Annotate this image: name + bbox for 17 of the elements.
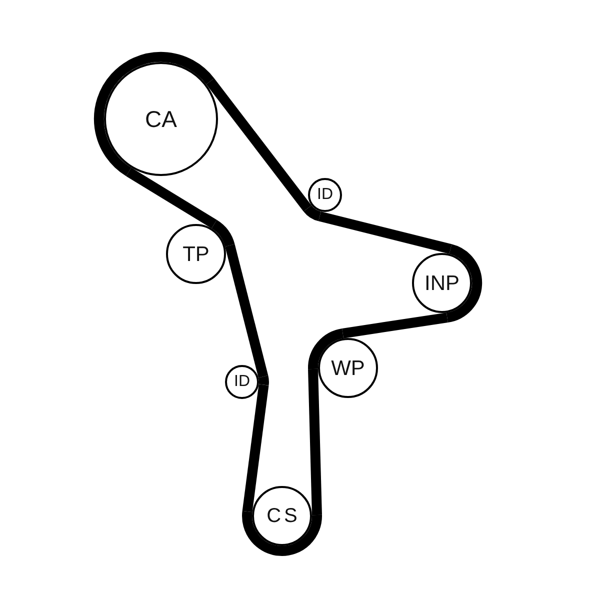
belt-span (318, 211, 452, 254)
pulley-label: CA (145, 108, 177, 130)
belt-span (342, 312, 448, 338)
pulley (225, 365, 259, 399)
belt-span (308, 368, 322, 516)
pulley (308, 178, 342, 212)
belt-span (206, 78, 312, 212)
pulley-label: ID (234, 374, 250, 390)
belt-span (242, 384, 269, 512)
pulley-label: TP (182, 244, 210, 264)
pulley-label: CS (266, 506, 300, 526)
pulley-label: WP (331, 358, 365, 378)
pulley-label: INP (424, 272, 460, 294)
belt-span (126, 168, 217, 228)
pulley-label: ID (317, 187, 333, 203)
pulley (412, 253, 472, 313)
belt-span (225, 244, 268, 378)
